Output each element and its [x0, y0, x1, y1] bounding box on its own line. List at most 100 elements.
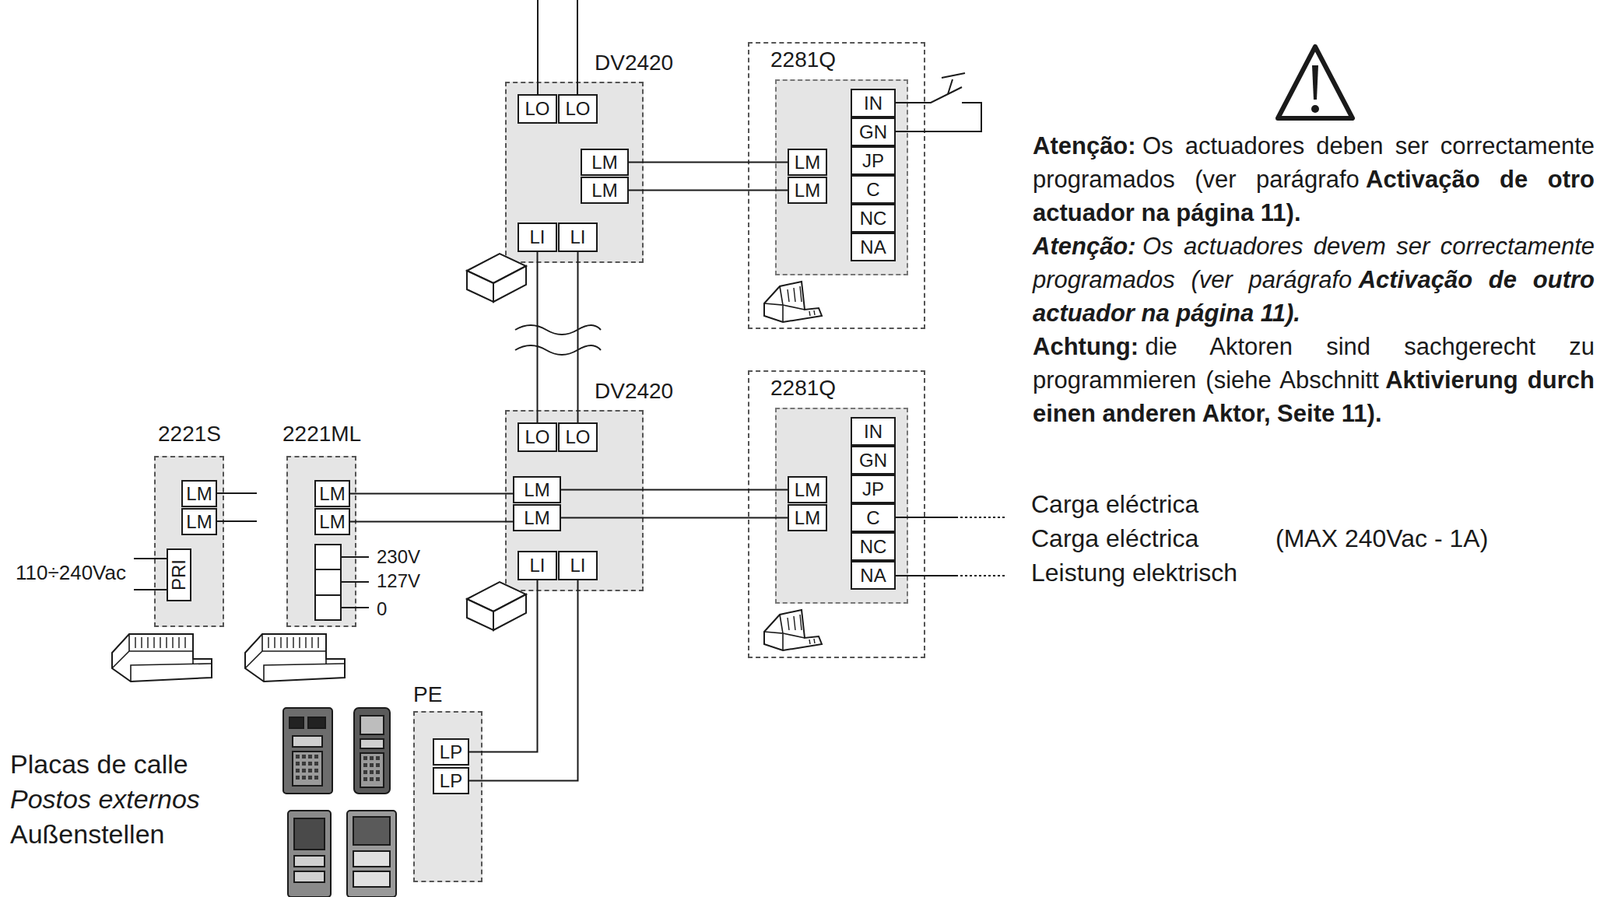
terminal: JP	[850, 474, 896, 504]
terminal-label: LO	[564, 427, 590, 448]
terminal-label: LO	[564, 98, 590, 120]
caption-text: Postos externos	[10, 784, 200, 815]
terminal-label: LO	[524, 427, 550, 448]
terminal-label: PRI	[168, 559, 190, 591]
terminal: LI	[557, 222, 598, 253]
actuator-module: 2281QLMLMINGNJPCNCNA	[747, 42, 926, 330]
terminal: LO	[557, 422, 598, 453]
voltage-label: 110÷240Vac	[15, 561, 127, 586]
bus-wire	[561, 517, 788, 520]
terminal: LM	[314, 508, 351, 536]
terminal: PRI	[166, 548, 192, 602]
device-label: PE	[413, 683, 443, 707]
terminal: LM	[787, 148, 828, 176]
terminal: LI	[517, 222, 558, 253]
bus-wire	[561, 489, 788, 492]
terminal-label: NA	[859, 237, 886, 258]
terminal: LI	[557, 550, 598, 581]
terminal-label: LI	[529, 555, 545, 576]
terminal: LO	[517, 422, 558, 453]
terminal-label: LM	[319, 512, 345, 533]
terminal: LM	[181, 480, 218, 508]
terminal: LM	[787, 476, 828, 504]
cable-break	[515, 325, 601, 335]
bus-wire	[536, 252, 539, 423]
terminal-label: LM	[185, 484, 212, 505]
device-label: 2221S	[157, 422, 222, 446]
terminal: IN	[850, 417, 896, 446]
note-paragraph: Atenção:Os actuadores devem ser correcta…	[1032, 229, 1595, 330]
load-label: (MAX 240Vac - 1A)	[1275, 524, 1488, 554]
terminal-label: LM	[591, 152, 618, 173]
terminal-label: LM	[794, 180, 821, 201]
terminal: NC	[850, 532, 896, 562]
terminal: NA	[850, 561, 896, 590]
terminal-label: NA	[859, 565, 886, 586]
terminal-label: LI	[529, 227, 545, 248]
device-label: 2281Q	[770, 376, 836, 400]
terminal-label: LM	[185, 512, 212, 533]
terminal: NA	[850, 232, 896, 262]
terminal: C	[850, 503, 896, 533]
door-station-divider: DV2420LOLOLMLMLILI	[505, 410, 644, 592]
terminal-label: LM	[794, 480, 821, 501]
terminal-label: LM	[319, 484, 345, 505]
terminal-label: LP	[439, 742, 463, 763]
terminal-label: LI	[569, 227, 586, 248]
note-text: Achtung:	[1032, 333, 1139, 361]
terminal: LM	[787, 504, 828, 532]
terminal: LM	[181, 508, 218, 536]
terminal-label: LP	[439, 771, 463, 792]
terminal-label: LM	[523, 508, 550, 529]
push-button	[895, 73, 982, 132]
terminal: C	[850, 175, 896, 204]
terminal-label: LM	[794, 152, 821, 173]
terminal: LI	[517, 550, 558, 581]
load-label: Carga eléctrica	[1031, 524, 1199, 554]
device-label: DV2420	[594, 51, 674, 75]
terminal: LM	[580, 176, 629, 204]
terminal-label: LM	[523, 480, 550, 501]
device-label: 2221ML	[282, 422, 362, 446]
terminal: IN	[850, 88, 896, 118]
terminal-label: LO	[524, 98, 550, 120]
bus-wire	[469, 580, 579, 782]
terminal-label: LI	[569, 555, 586, 576]
note-paragraph: Atenção:Os actuadores deben ser correcta…	[1032, 129, 1595, 230]
bus-wire	[350, 521, 513, 523]
terminal: LM	[512, 476, 562, 504]
terminal: LM	[580, 148, 629, 176]
terminal: GN	[850, 117, 896, 147]
terminal-label: IN	[863, 93, 883, 114]
terminal: LO	[517, 94, 558, 124]
note-paragraph: Achtung:die Aktoren sind sachgerecht zu …	[1032, 329, 1595, 431]
bus-wire	[628, 161, 788, 164]
terminal: NC	[850, 203, 896, 233]
load-wire	[895, 517, 1006, 576]
outdoor-station-illustration	[283, 708, 397, 897]
terminal-label: GN	[859, 122, 888, 143]
terminal-label: C	[866, 508, 880, 529]
note-text: Atenção:	[1032, 232, 1137, 260]
caption-text: Außenstellen	[10, 819, 165, 850]
voltage-label: 230V	[376, 546, 421, 569]
terminal-label: C	[866, 179, 880, 200]
device-label: DV2420	[594, 379, 674, 404]
bus-wire	[350, 493, 513, 495]
terminal-label: JP	[862, 479, 885, 500]
caption-text: Placas de calle	[10, 749, 189, 780]
note-text: Atenção:	[1032, 132, 1137, 160]
door-station-divider: DV2420LOLOLMLMLILI	[505, 81, 644, 264]
voltage-label: 0	[376, 598, 387, 621]
voltage-label: 127V	[376, 570, 421, 593]
device-housing: PELPLP	[413, 711, 483, 883]
terminal: LM	[787, 176, 828, 204]
device-housing: 2221SLMLMPRI	[154, 456, 225, 628]
cable-break	[515, 345, 601, 355]
terminal: LM	[314, 480, 351, 508]
terminal-label: NC	[859, 208, 888, 229]
terminal-label: LM	[591, 180, 618, 201]
terminal: GN	[850, 445, 896, 475]
terminal-label: LM	[794, 508, 821, 529]
